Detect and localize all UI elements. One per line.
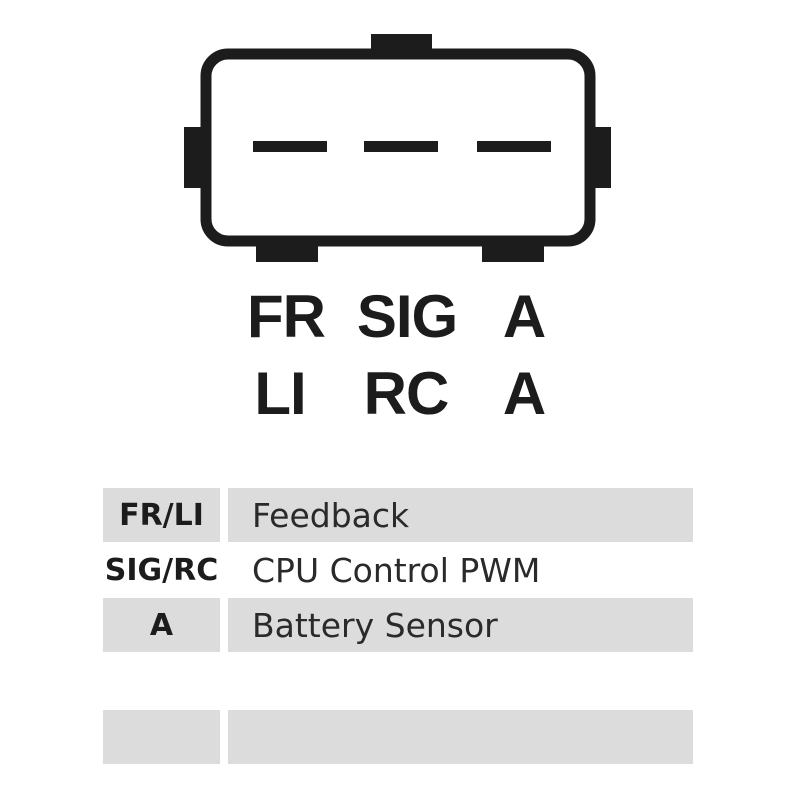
legend-code	[103, 710, 220, 764]
terminal-blade-3	[477, 141, 551, 152]
terminal-blade-2	[364, 141, 438, 152]
legend-code: A	[103, 598, 220, 652]
legend-row: SIG/RC CPU Control PWM	[103, 543, 693, 597]
pin-label-top-3: A	[502, 283, 546, 350]
pin-label-bottom-2: RC	[363, 360, 450, 427]
connector-plug-diagram	[184, 34, 611, 262]
legend-row: FR/LI Feedback	[103, 488, 693, 542]
legend-description: CPU Control PWM	[252, 550, 541, 590]
pin-label-top-1: FR	[247, 283, 326, 350]
legend-row-empty	[103, 653, 693, 709]
terminal-blade-1	[253, 141, 327, 152]
pin-label-bottom-3: A	[502, 360, 546, 427]
legend-description	[228, 653, 693, 709]
legend-code	[103, 653, 220, 709]
legend-description	[228, 710, 693, 764]
legend-description: Feedback	[228, 488, 693, 542]
pin-legend-table: FR/LI Feedback SIG/RC CPU Control PWM A …	[103, 488, 693, 765]
pin-label-bottom-1: LI	[254, 360, 306, 427]
legend-description: Battery Sensor	[228, 598, 693, 652]
legend-code: SIG/RC	[104, 552, 219, 588]
legend-row-empty	[103, 710, 693, 764]
legend-code: FR/LI	[103, 488, 220, 542]
legend-row: A Battery Sensor	[103, 598, 693, 652]
pin-label-top-2: SIG	[356, 283, 458, 350]
